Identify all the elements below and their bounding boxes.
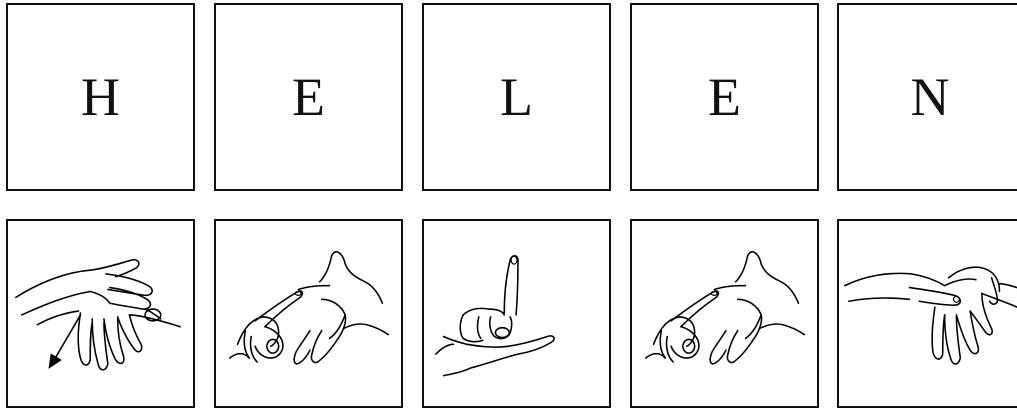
letter-card-4: E [630,3,819,191]
hand-sign-n-icon [839,221,1017,406]
hand-sign-e-icon [216,221,401,406]
letter-card-2: E [214,3,403,191]
letter-card-5: N [837,3,1017,191]
letter-label: N [911,70,950,124]
hand-sign-e-icon [632,221,817,406]
hand-sign-l-icon [424,221,609,406]
letter-label: E [708,70,741,124]
letter-label: E [292,70,325,124]
letter-label: H [81,70,120,124]
sign-card-2 [214,219,403,408]
letter-label: L [500,70,533,124]
sign-card-4 [630,219,819,408]
sign-card-5 [837,219,1017,408]
sign-card-1 [6,219,195,408]
sign-card-3 [422,219,611,408]
letter-card-1: H [6,3,195,191]
hand-sign-h-icon [8,221,193,406]
letter-card-3: L [422,3,611,191]
